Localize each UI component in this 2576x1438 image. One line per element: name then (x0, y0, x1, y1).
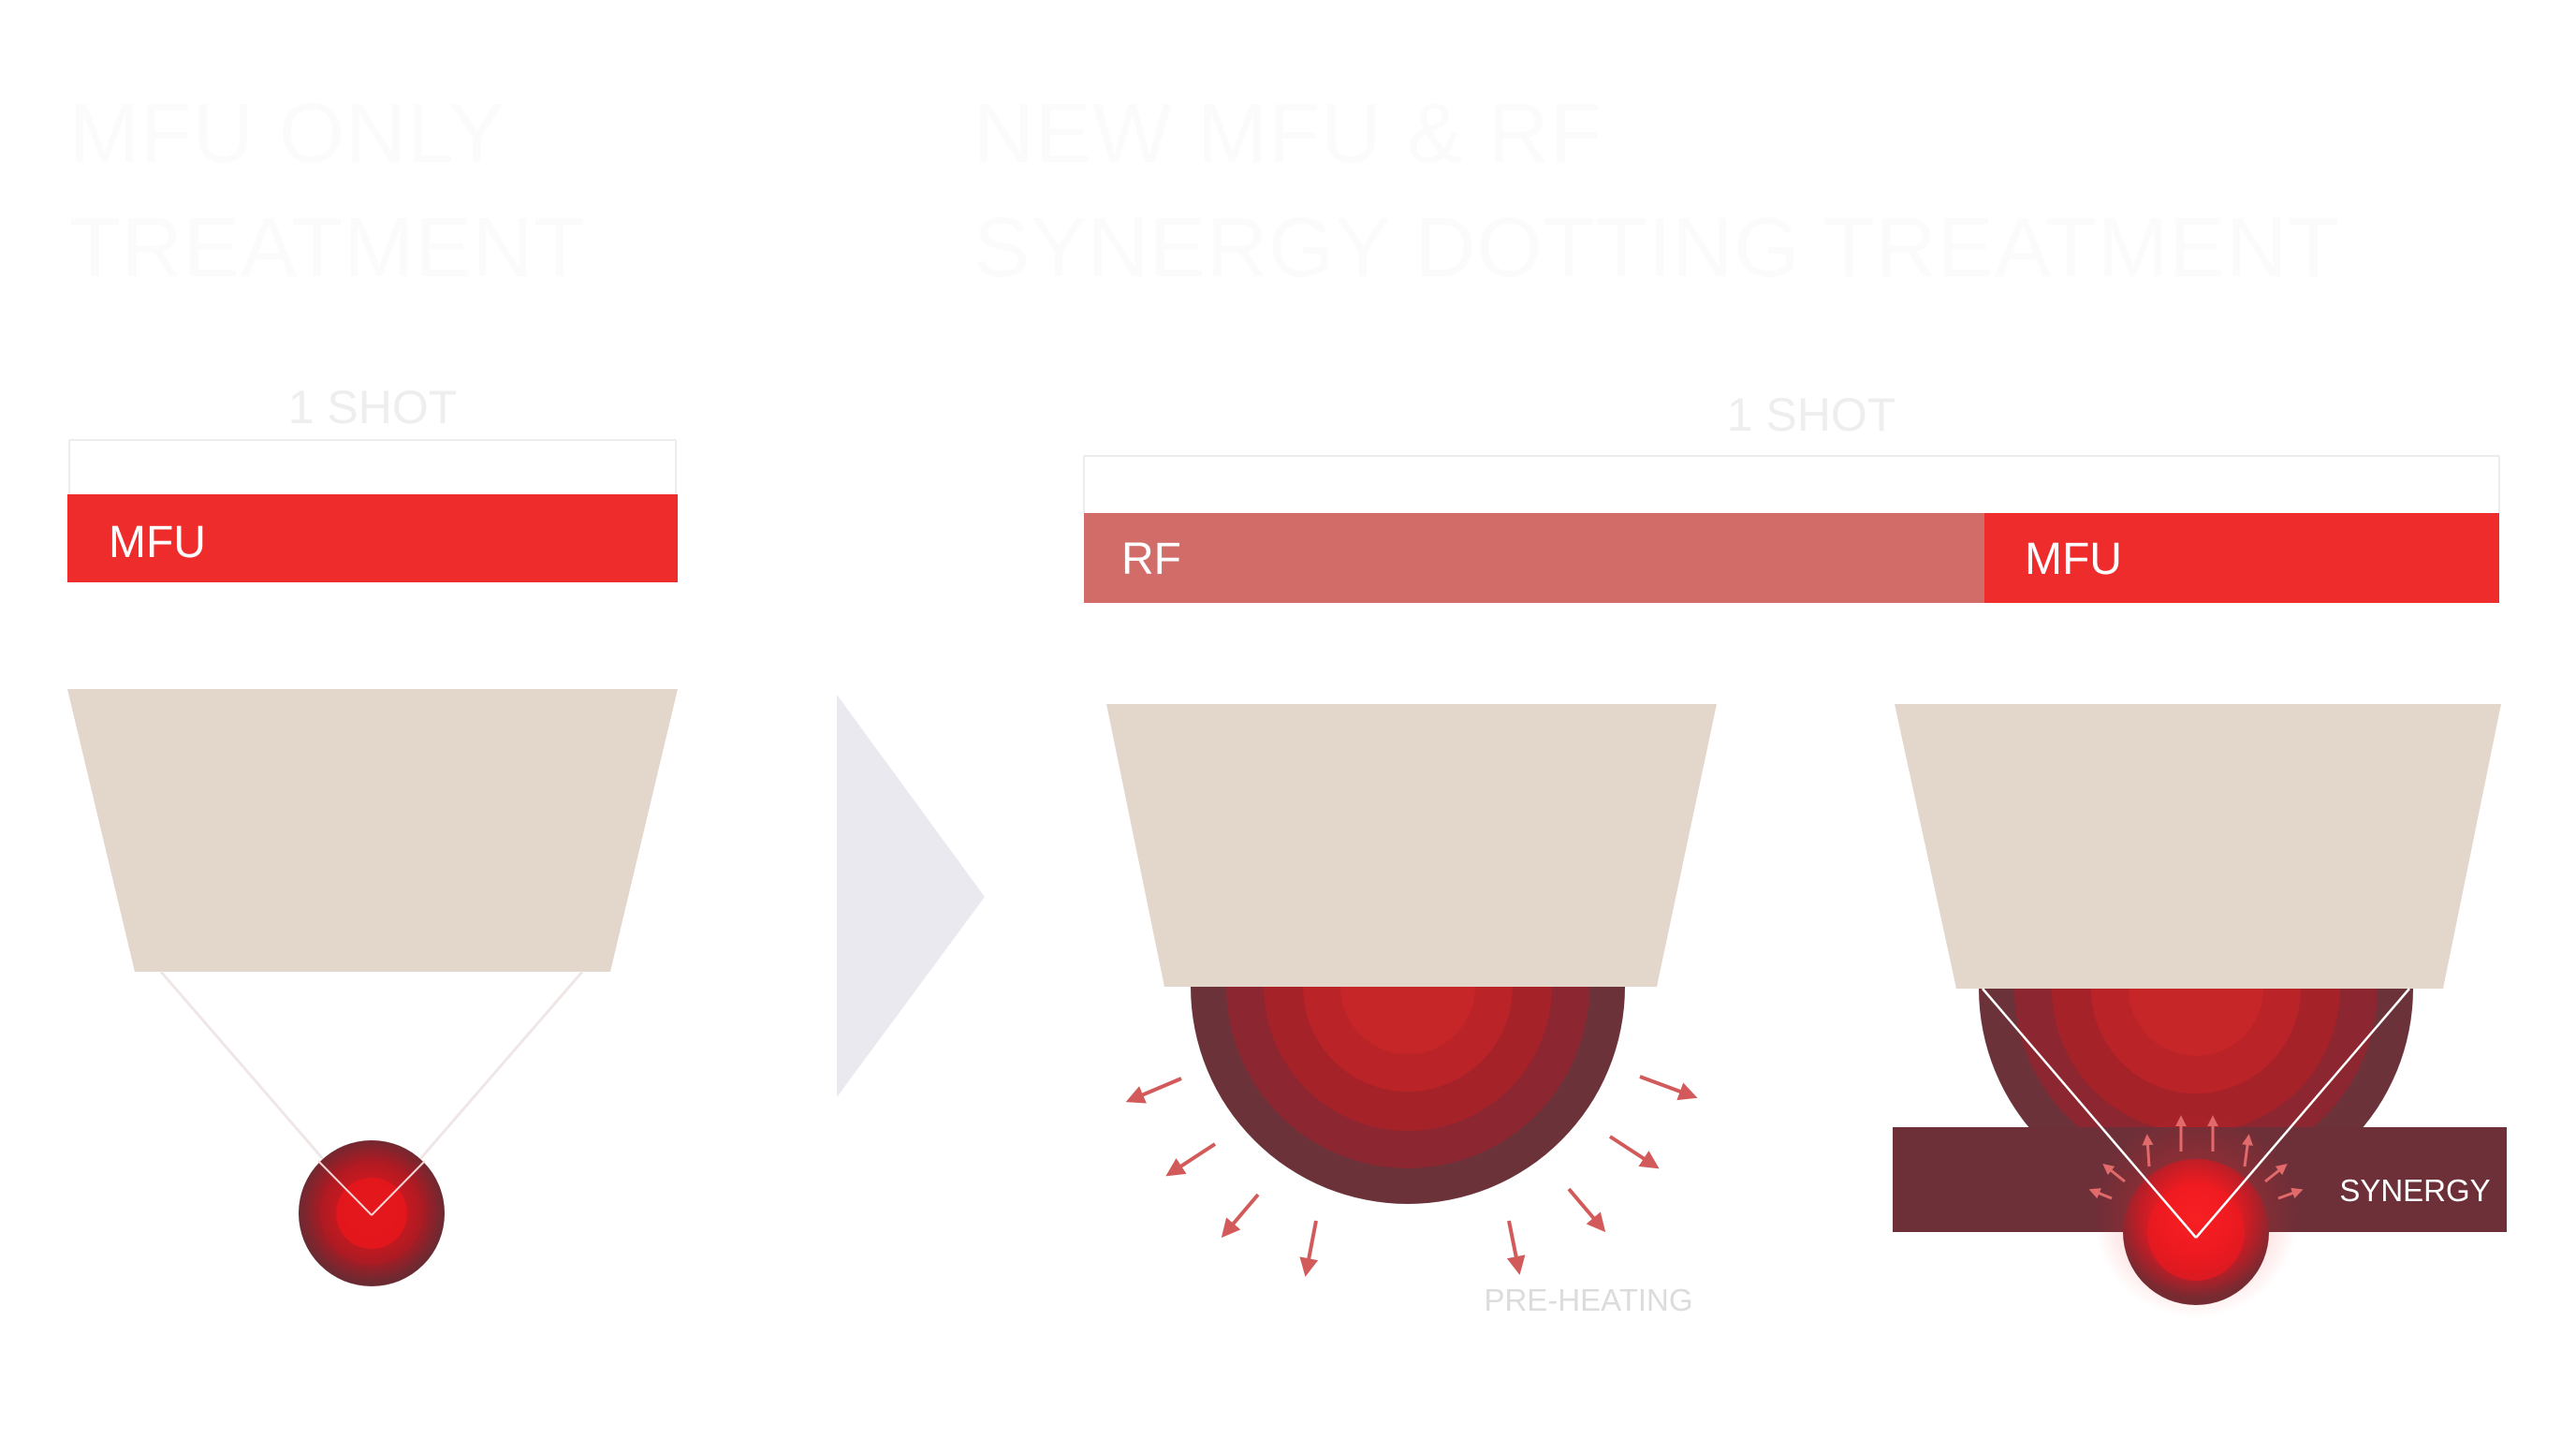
preheating-arrows (1125, 1075, 1698, 1277)
synergy-arrow-icon (2088, 1188, 2113, 1200)
synergy-arrow-icon (2102, 1164, 2126, 1183)
shot-label-left: 1 SHOT (287, 381, 458, 433)
arrow-chevron-icon (837, 695, 985, 1097)
preheat-arrow-icon (1221, 1193, 1260, 1239)
preheat-arrow-icon (1165, 1142, 1217, 1177)
focal-point-left (299, 1140, 445, 1286)
heading-synergy-line1: NEW MFU & RF (973, 87, 1603, 181)
transducer-rf (1106, 704, 1717, 987)
heading-mfu-only: MFU ONLY TREATMENT (69, 77, 586, 305)
preheat-arrow-icon (1608, 1135, 1660, 1169)
rf-bar-label: RF (1121, 535, 1181, 584)
shot-bracket-left (68, 439, 677, 494)
shot-label-right: 1 SHOT (1726, 389, 1896, 441)
mfu-bar-left-label: MFU (109, 518, 206, 567)
synergy-arrow-icon (2142, 1134, 2154, 1167)
heading-mfu-only-line2: TREATMENT (69, 201, 587, 295)
heading-synergy-line2: SYNERGY DOTTING TREATMENT (973, 201, 2341, 295)
transducer-mfu (1895, 704, 2501, 989)
mfu-bar-left (67, 494, 678, 582)
synergy-arrow-icon (2277, 1187, 2304, 1200)
preheat-arrow-icon (1125, 1077, 1182, 1104)
synergy-focus-beam (1982, 988, 2410, 1239)
shot-bracket-right (1083, 455, 2500, 513)
heading-synergy-treatment: NEW MFU & RF SYNERGY DOTTING TREATMENT (973, 77, 2340, 305)
preheat-arrow-icon (1567, 1187, 1606, 1233)
preheat-arrow-icon (1639, 1075, 1698, 1101)
mfu-bar-right-label: MFU (2025, 535, 2122, 584)
heading-mfu-only-line1: MFU ONLY (69, 87, 506, 181)
preheat-arrow-icon (1506, 1220, 1526, 1275)
mfu-bar-right (1984, 513, 2499, 603)
preheat-arrow-icon (1299, 1220, 1319, 1277)
synergy-arrow-icon (2242, 1134, 2253, 1167)
rf-heat-dome (1191, 987, 1625, 1204)
preheating-label: PRE-HEATING (1484, 1283, 1693, 1317)
synergy-arrows (2088, 1115, 2304, 1200)
transducer-left (67, 689, 678, 972)
synergy-arrow-icon (2264, 1164, 2288, 1183)
synergy-label: SYNERGY (2339, 1173, 2491, 1208)
synergy-focal-point (2093, 1112, 2299, 1318)
rf-bar (1084, 513, 1984, 603)
